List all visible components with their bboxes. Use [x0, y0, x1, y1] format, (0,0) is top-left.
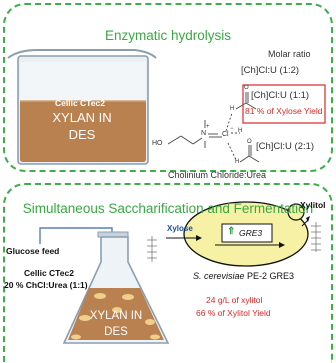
panel-title-ssf: Simultaneous Saccharification and Fermen… [22, 201, 314, 216]
erlenmeyer-flask [62, 231, 170, 344]
xylitol-label: Xylitol [300, 200, 326, 210]
ratio-2-1: [Ch]Cl:U (2:1) [256, 141, 315, 152]
organism-strain: PE-2 GRE3 [247, 271, 295, 281]
xylan-des-liquid [20, 101, 146, 162]
flask-xylan-line2: DES [104, 326, 128, 338]
organism-species: S. cerevisiae [193, 271, 245, 281]
ssf-enzyme-label: Cellic CTec2 [24, 268, 74, 278]
charge-minus: − [230, 126, 234, 132]
atom-h-top: H [230, 106, 235, 112]
bead [145, 319, 155, 325]
ssf-panel: Simultaneous Saccharification and Fermen… [3, 183, 333, 363]
bead [94, 293, 106, 299]
bead [112, 307, 122, 313]
atom-ho: HO [152, 140, 163, 147]
diagram-graphics [7, 49, 326, 344]
gre3-label: GRE3 [239, 228, 263, 238]
ches-loading-label: 20 % ChCl:Urea (1:1) [4, 280, 88, 290]
beaker-enzyme-label: Cellic CTec2 [55, 98, 105, 108]
xylitol-titer: 24 g/L of xylitol [206, 295, 263, 305]
best-xylose-yield: 81 % of Xylose Yield [245, 106, 323, 116]
xylitol-export-arrow [301, 216, 310, 227]
xylitol-structure-icon [311, 222, 321, 252]
organism-label: S. cerevisiae PE-2 GRE3 [193, 271, 294, 281]
best-ratio-highlight-box [242, 84, 326, 124]
xylose-structure-icon [147, 236, 157, 262]
bead [150, 334, 160, 340]
bead [79, 315, 91, 321]
molecule-caption: Cholinium Chloride:Urea [168, 170, 267, 180]
atom-o-bottom: O [247, 139, 252, 145]
yeast-cell [183, 201, 309, 267]
charge-plus: + [206, 124, 210, 130]
atom-n-plus: N [201, 130, 207, 137]
bead [71, 334, 81, 340]
ratio-1-2: [Ch]Cl:U (1:2) [241, 65, 300, 76]
atom-h-bottom: H [235, 159, 240, 165]
beaker-xylan-line2: DES [68, 127, 96, 142]
xylitol-yield: 66 % of Xylitol Yield [196, 308, 271, 318]
beaker [7, 49, 157, 165]
panel-title-enzymatic-hydrolysis: Enzymatic hydrolysis [104, 28, 232, 43]
atom-cl: Cl [222, 131, 229, 138]
atom-o-top: O [244, 85, 249, 91]
flask-liquid [68, 288, 164, 340]
gre3-gene-box [221, 223, 273, 243]
ratio-1-1: [Ch]Cl:U (1:1) [251, 90, 310, 101]
glucose-feed-label: Glucose feed [6, 246, 60, 256]
beaker-xylan-line1: XYLAN IN [52, 110, 112, 125]
xylose-uptake-arrow [166, 235, 202, 241]
xylose-label: Xylose [167, 224, 193, 233]
molar-ratio-label: Molar ratio [268, 49, 311, 59]
enzymatic-hydrolysis-panel: Enzymatic hydrolysis [3, 3, 333, 172]
gre3-arrow-icon: ⇑ [227, 226, 236, 237]
bead [122, 294, 134, 300]
flask-xylan-line1: XYLAN IN [89, 310, 143, 322]
choline-molecule [167, 92, 260, 163]
atom-h-mid: H [238, 128, 243, 134]
